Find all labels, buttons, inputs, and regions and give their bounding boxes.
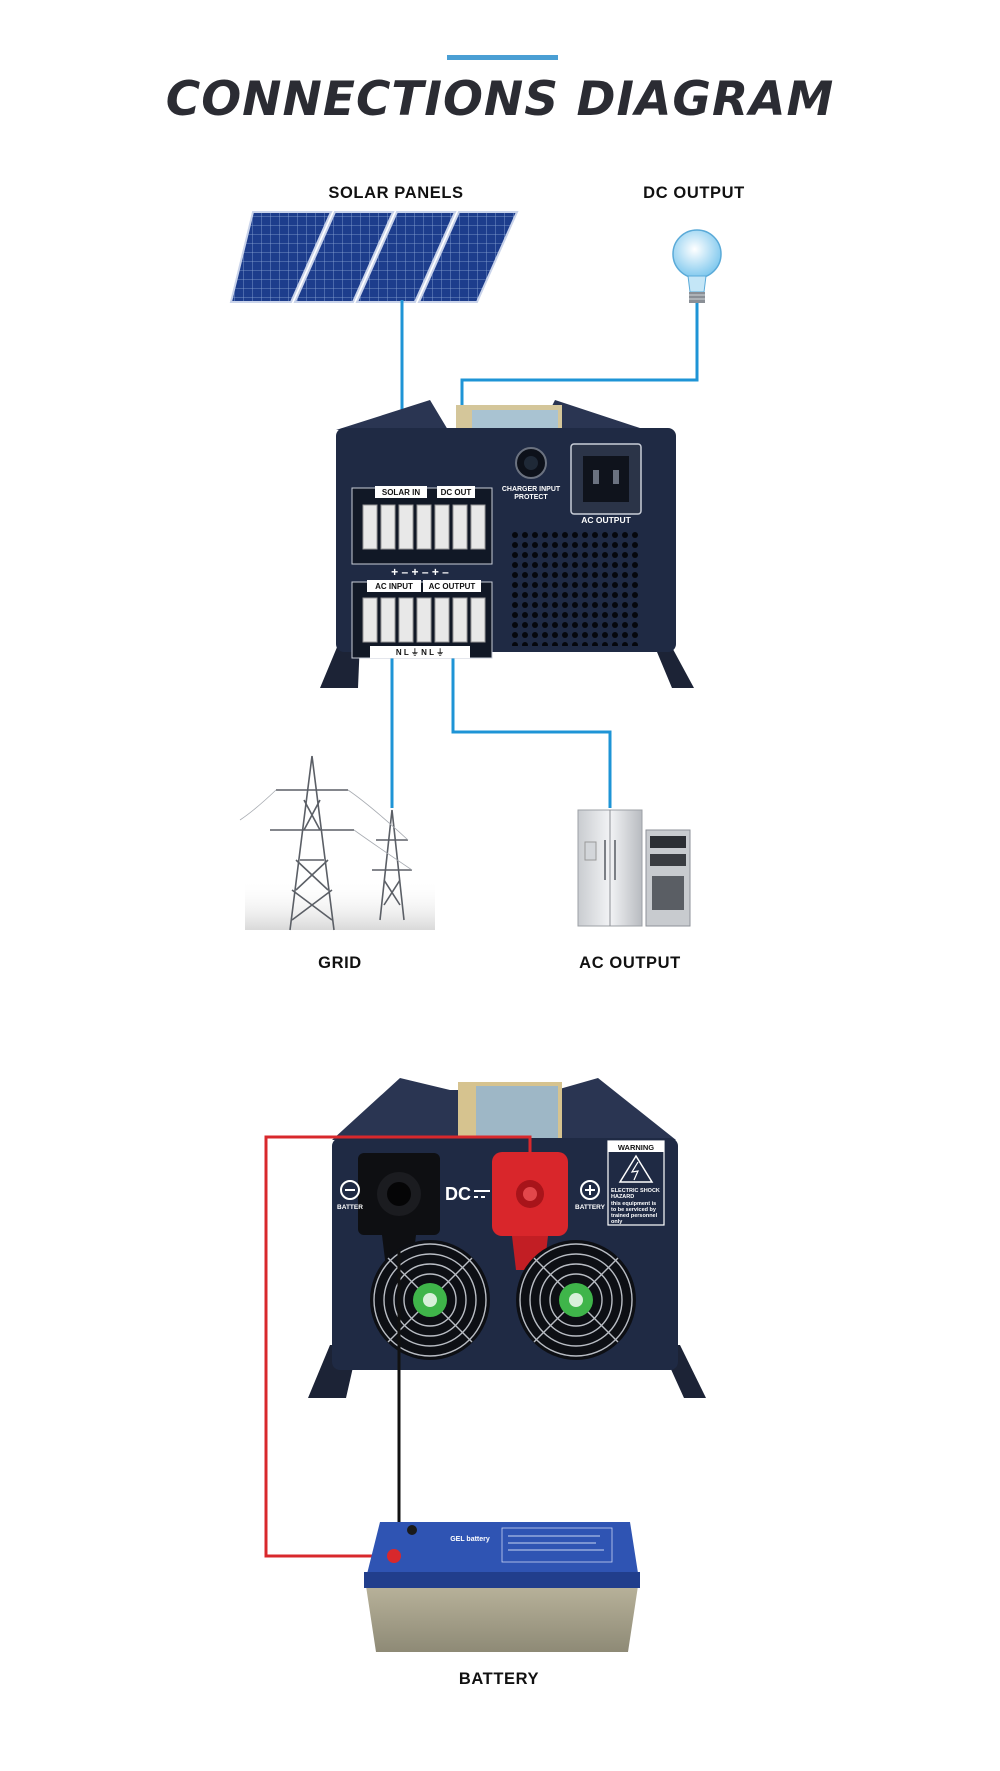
warning-line6: only xyxy=(611,1219,623,1225)
nl-row: N L ⏚ N L ⏚ xyxy=(396,648,444,657)
inverter-back: BATTER DC BATTERY WARNING ELECTRIC SHOCK… xyxy=(308,1078,706,1398)
polarity-row: + – + – + – xyxy=(391,565,449,579)
dc-out-terminal-label: DC OUT xyxy=(441,488,472,497)
inverter-front: SOLAR IN DC OUT + – + – + – AC INPUT AC … xyxy=(320,400,694,688)
grid-label: GRID xyxy=(318,954,362,972)
solar-panels-icon xyxy=(229,211,519,303)
warning-line1: ELECTRIC SHOCK xyxy=(611,1188,660,1194)
battery-icon: GEL battery xyxy=(364,1522,640,1652)
protect-label: PROTECT xyxy=(514,494,548,501)
warning-line2: HAZARD xyxy=(611,1194,634,1200)
wire-positive-red xyxy=(264,1135,532,1558)
pos-battery-label: BATTERY xyxy=(575,1204,606,1211)
cooling-fan-left-icon xyxy=(370,1240,490,1360)
power-grid-towers-icon xyxy=(239,755,435,931)
warning-line4: to be serviced by xyxy=(611,1207,657,1213)
page-title: CONNECTIONS DIAGRAM xyxy=(165,72,835,127)
cooling-fan-right-icon xyxy=(516,1240,636,1360)
ac-output-label: AC OUTPUT xyxy=(579,954,681,972)
warning-title: WARNING xyxy=(618,1143,654,1152)
dc-output-label: DC OUTPUT xyxy=(643,184,745,202)
bottom-terminal-screws xyxy=(362,597,486,643)
fridge-icon xyxy=(577,809,643,927)
warning-line3: this equipment is xyxy=(611,1201,656,1207)
warning-label: WARNING ELECTRIC SHOCK HAZARD this equip… xyxy=(607,1140,665,1226)
charger-input-label: CHARGER INPUT xyxy=(502,486,561,493)
warning-triangle-icon xyxy=(618,1154,654,1183)
solar-in-terminal-label: SOLAR IN xyxy=(382,488,420,497)
title-accent-bar xyxy=(447,55,558,60)
dc-label: DC xyxy=(445,1184,471,1204)
socket-label: AC OUTPUT xyxy=(581,515,631,525)
ac-output-terminal-label: AC OUTPUT xyxy=(429,582,476,591)
ac-input-terminal-label: AC INPUT xyxy=(375,582,413,591)
light-bulb-icon xyxy=(672,229,722,303)
neg-battery-label: BATTER xyxy=(337,1204,363,1211)
oven-icon xyxy=(645,829,691,927)
solar-panels-label: SOLAR PANELS xyxy=(328,184,464,202)
warning-line5: trained personnel xyxy=(611,1213,658,1219)
battery-brand: GEL battery xyxy=(450,1536,490,1543)
wire-ac-out-to-appliances xyxy=(451,628,612,808)
top-terminal-screws xyxy=(362,504,486,550)
battery-label: BATTERY xyxy=(458,1670,540,1688)
